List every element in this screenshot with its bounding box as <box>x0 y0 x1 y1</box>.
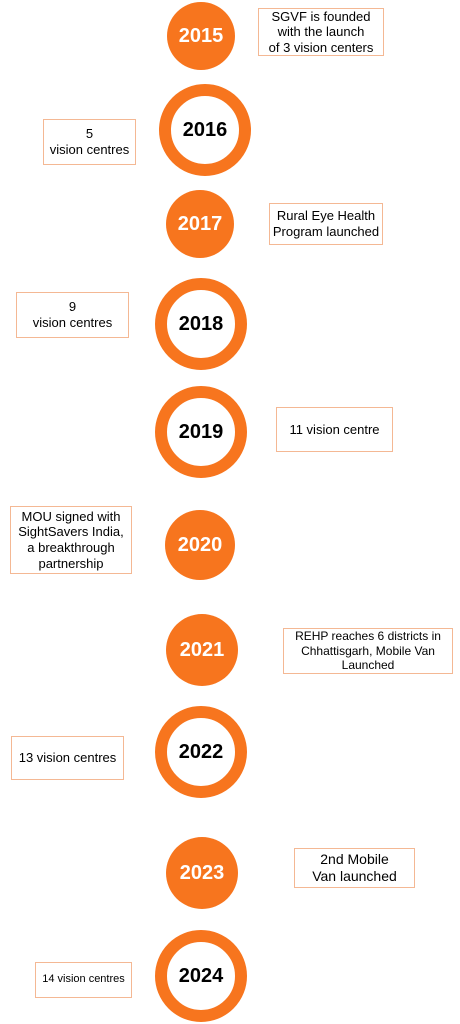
year-label-2024: 2024 <box>178 964 224 987</box>
year-circle-2015: 2015 <box>167 2 235 70</box>
year-circle-2017: 2017 <box>166 190 234 258</box>
year-label-2019: 2019 <box>178 420 224 443</box>
milestone-note-2018: 9 vision centres <box>16 292 129 338</box>
milestone-note-2017: Rural Eye Health Program launched <box>269 203 383 245</box>
milestone-note-2023: 2nd Mobile Van launched <box>294 848 415 888</box>
milestone-note-2016: 5 vision centres <box>43 119 136 165</box>
year-label-2020: 2020 <box>177 533 223 556</box>
year-label-2017: 2017 <box>177 212 223 235</box>
year-circle-2023: 2023 <box>166 837 238 909</box>
year-label-2022: 2022 <box>178 740 224 763</box>
year-label-2021: 2021 <box>179 638 225 661</box>
milestone-note-2024: 14 vision centres <box>35 962 132 998</box>
year-circle-2022: 2022 <box>155 706 247 798</box>
year-circle-2020: 2020 <box>165 510 235 580</box>
year-label-2023: 2023 <box>179 861 225 884</box>
year-circle-2016: 2016 <box>159 84 251 176</box>
year-label-2018: 2018 <box>178 312 224 335</box>
milestone-note-2019: 11 vision centre <box>276 407 393 452</box>
milestone-note-2020: MOU signed with SightSavers India, a bre… <box>10 506 132 574</box>
milestone-note-2022: 13 vision centres <box>11 736 124 780</box>
milestone-note-2021: REHP reaches 6 districts in Chhattisgarh… <box>283 628 453 674</box>
year-circle-2018: 2018 <box>155 278 247 370</box>
year-label-2016: 2016 <box>182 118 228 141</box>
year-circle-2019: 2019 <box>155 386 247 478</box>
year-circle-2024: 2024 <box>155 930 247 1022</box>
year-label-2015: 2015 <box>178 24 224 47</box>
year-circle-2021: 2021 <box>166 614 238 686</box>
milestone-note-2015: SGVF is founded with the launch of 3 vis… <box>258 8 384 56</box>
